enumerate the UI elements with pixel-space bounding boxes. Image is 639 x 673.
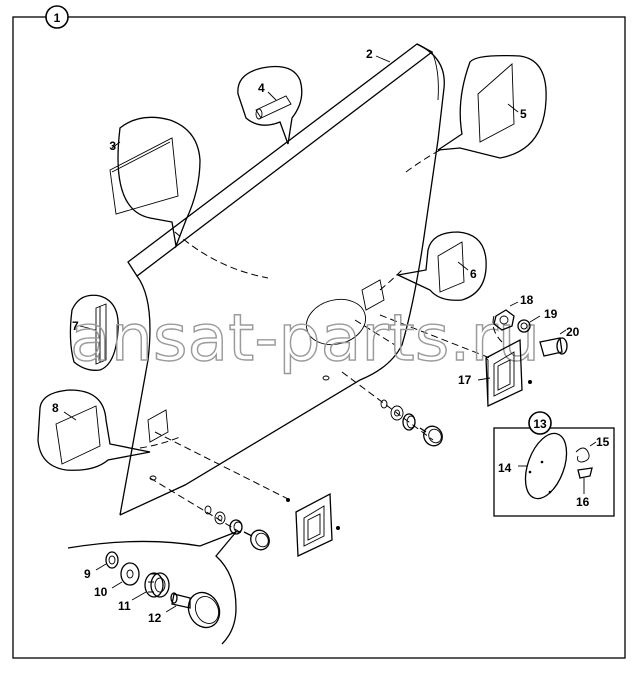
part-label-6: 6 (470, 267, 477, 281)
part-label-20: 20 (566, 325, 580, 339)
callout-bubble-3 (109, 116, 201, 249)
washer-9 (105, 551, 119, 569)
callout-bubble-6 (395, 231, 487, 301)
washer-19 (517, 319, 531, 333)
part-label-11: 11 (118, 599, 131, 613)
part-label-8: 8 (52, 401, 59, 415)
knob-lower (243, 529, 270, 551)
handle-bracket-lower (295, 492, 333, 558)
part-label-17: 17 (458, 373, 472, 387)
washer-lower (204, 505, 212, 515)
part-label-10: 10 (94, 585, 108, 599)
part-label-15: 15 (596, 435, 610, 449)
nut-upper (402, 413, 416, 431)
nut-18 (493, 309, 515, 331)
handle-bracket-17 (485, 338, 523, 408)
callout-bubble-8 (37, 389, 151, 471)
diagram-frame (12, 16, 626, 659)
shaft-20 (539, 337, 568, 357)
callout-bubble-5 (437, 54, 547, 159)
part-label-2: 2 (366, 47, 373, 61)
lock-washer-10 (120, 562, 140, 586)
callout-bubble-4 (237, 65, 303, 145)
part-label-12: 12 (148, 611, 162, 625)
part-label-16: 16 (576, 495, 590, 509)
door-panel (119, 43, 445, 516)
part-label-3: 3 (109, 139, 116, 153)
washer-upper (380, 399, 388, 409)
figure-number-callout: 1 (45, 5, 69, 29)
callout-bubble-7 (69, 294, 119, 371)
lock-washer-lower (214, 511, 226, 525)
callout-13: 13 (533, 417, 547, 431)
nut-11 (144, 572, 170, 598)
part-label-19: 19 (544, 307, 558, 321)
knob-upper (419, 425, 443, 447)
part-label-5: 5 (520, 107, 527, 121)
part-label-7: 7 (72, 319, 79, 333)
watermark-text: ansat-parts.ru (70, 302, 540, 376)
knob-12 (170, 591, 221, 629)
part-label-9: 9 (84, 567, 91, 581)
subassembly-13-box: 13 (493, 411, 615, 517)
part-label-14: 14 (498, 461, 512, 475)
lock-washer-upper (390, 405, 404, 421)
detail-zoom-bubble (67, 531, 237, 645)
part-label-18: 18 (520, 293, 534, 307)
figure-number: 1 (54, 11, 61, 25)
part-label-4: 4 (258, 81, 265, 95)
nut-lower (229, 519, 243, 535)
